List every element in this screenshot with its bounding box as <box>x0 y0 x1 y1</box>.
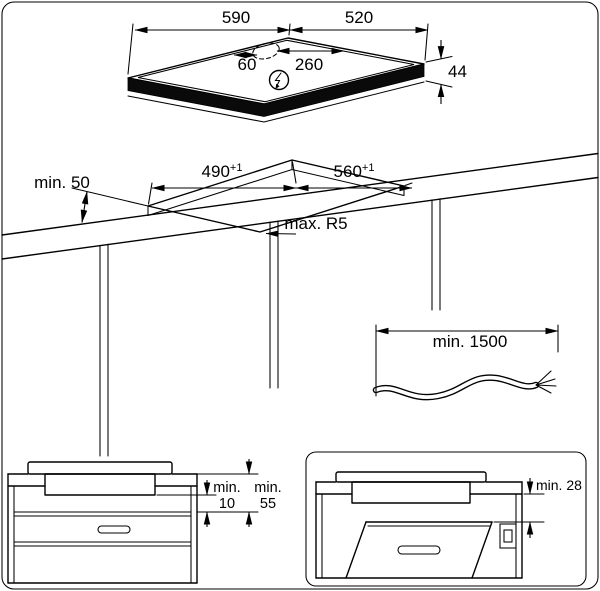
cable-length-label: min. 1500 <box>433 332 508 351</box>
dimension-590-label: 590 <box>222 8 250 27</box>
oven-section-frame <box>305 451 587 587</box>
power-connection-icon <box>268 69 290 91</box>
mains-cable-view: min. 1500 <box>372 324 559 401</box>
drawer-section-view: min. 10 min. 55 <box>7 459 282 584</box>
extension-line <box>424 23 429 61</box>
oven-section-view: min. 28 <box>305 451 587 587</box>
extension-line <box>147 182 153 205</box>
oven-handle <box>397 545 441 555</box>
built-in-oven <box>345 521 493 579</box>
extension-line <box>425 80 453 88</box>
worktop-cutout-view: 490+1 560+1 min. 50 max. R5 <box>1 152 599 457</box>
cabinet-walls <box>315 481 523 579</box>
dimension-min10-label: min. <box>213 480 240 496</box>
dimension-260-label: 260 <box>295 55 323 74</box>
worktop-front-top-edge <box>1 152 599 236</box>
dimension-min50-arrow <box>80 190 89 224</box>
hob-body-section <box>44 473 156 496</box>
worktop-front-bottom-edge <box>1 176 599 260</box>
cable-wire-strands <box>535 370 557 394</box>
dimension-560-label: 560+1 <box>334 162 375 181</box>
hob-body-section <box>351 481 471 504</box>
drawer-fronts <box>13 511 192 547</box>
corner-radius-leader-arrow <box>265 230 297 238</box>
hob-top-view: 60 260 590 520 44 <box>127 8 467 123</box>
corner-radius-label: max. R5 <box>284 214 347 233</box>
extension-line <box>404 182 413 187</box>
cabinet-side-panels <box>99 198 441 457</box>
drawer-handle <box>97 525 131 534</box>
hob-front-frame-band <box>127 63 425 117</box>
dimension-min10-value: 10 <box>219 496 235 512</box>
extension-line <box>288 23 291 36</box>
dimension-min28-label: min. 28 <box>536 477 582 493</box>
extension-line <box>127 23 134 75</box>
dimension-44-label: 44 <box>448 62 467 81</box>
extension-line <box>291 161 297 184</box>
dimension-min55-value: 55 <box>260 496 276 512</box>
dimension-min55-label: min. <box>254 480 281 496</box>
junction-box <box>499 523 517 549</box>
hob-glass-section <box>27 461 173 475</box>
hob-bottom-profile-line <box>127 81 425 123</box>
hob-glass-section <box>335 471 487 483</box>
dimension-60-label: 60 <box>238 55 257 74</box>
dimension-520-label: 520 <box>345 8 373 27</box>
mains-cable <box>372 370 557 401</box>
dimension-490-label: 490+1 <box>202 162 243 181</box>
cabinet-walls <box>7 473 198 584</box>
dimension-min50-label: min. 50 <box>34 173 90 192</box>
